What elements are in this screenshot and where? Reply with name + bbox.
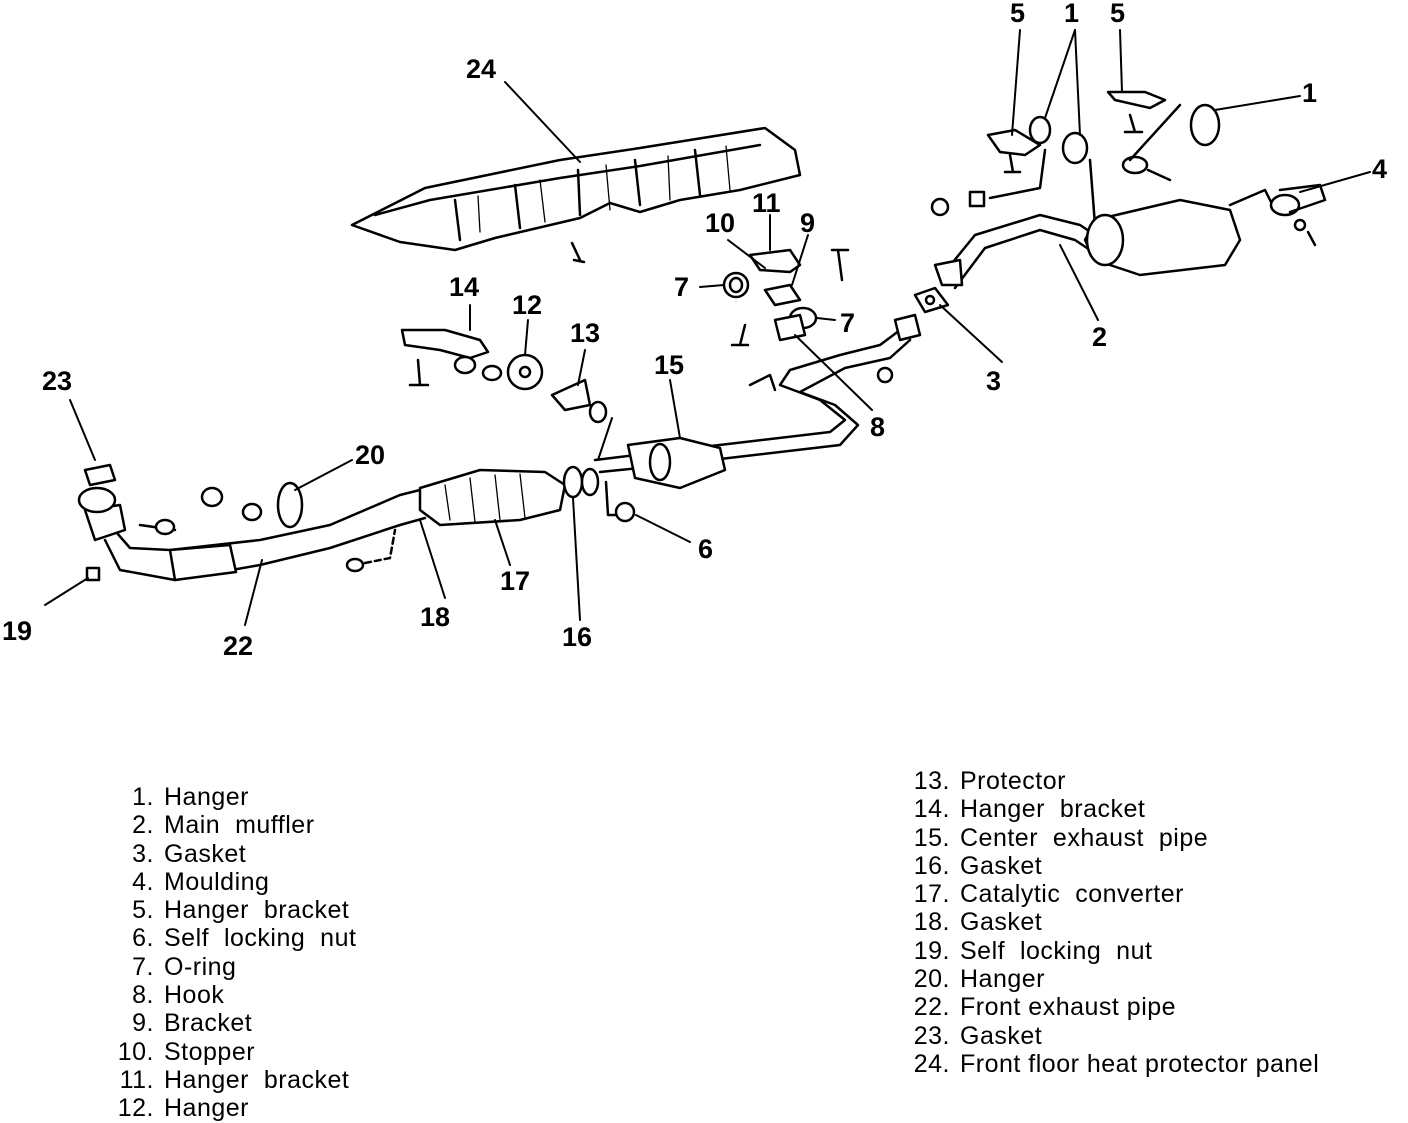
label-7: 7 xyxy=(674,272,689,302)
legend-item: 12.Hanger xyxy=(117,1094,249,1123)
legend-item: 23.Gasket xyxy=(913,1021,1043,1050)
legend-item: 11.Hanger bracket xyxy=(119,1065,350,1094)
label-22: 22 xyxy=(223,631,253,661)
legend-item: 10.Stopper xyxy=(117,1037,256,1066)
leader-lines xyxy=(44,29,1371,626)
label-9: 9 xyxy=(800,208,815,238)
legend-item: 5.Hanger bracket xyxy=(132,896,350,925)
legend-item: 14.Hanger bracket xyxy=(913,795,1146,824)
label-19: 19 xyxy=(2,616,32,646)
legend-item: 18.Gasket xyxy=(913,908,1043,937)
legend-item: 4.Moulding xyxy=(132,867,270,896)
legend-item: 22.Front exhaust pipe xyxy=(913,993,1177,1022)
legend-item: 16.Gasket xyxy=(913,851,1043,880)
label-8: 8 xyxy=(870,412,885,442)
legend-item: 24.Front floor heat protector panel xyxy=(913,1049,1320,1078)
label-23: 23 xyxy=(42,366,72,396)
label-24: 24 xyxy=(466,54,496,84)
label-20: 20 xyxy=(355,440,385,470)
legend-item: 19.Self locking nut xyxy=(913,936,1153,965)
legend-item: 17.Catalytic converter xyxy=(913,880,1184,909)
parts-legend-left: 1.Hanger 2.Main muffler 3.Gasket 4.Mould… xyxy=(110,783,356,1123)
label-12: 12 xyxy=(512,290,542,320)
label-7: 7 xyxy=(840,308,855,338)
label-1: 1 xyxy=(1302,78,1317,108)
label-3: 3 xyxy=(986,366,1001,396)
parts-legend-right: 13.Protector 14.Hanger bracket 15.Center… xyxy=(912,767,1319,1078)
legend-item: 2.Main muffler xyxy=(132,811,315,840)
legend-item: 3.Gasket xyxy=(132,839,247,868)
label-14: 14 xyxy=(449,272,479,302)
label-17: 17 xyxy=(500,566,530,596)
label-10: 10 xyxy=(705,208,735,238)
legend-item: 1.Hanger xyxy=(132,783,249,811)
label-4: 4 xyxy=(1372,154,1387,184)
label-1: 1 xyxy=(1064,0,1079,28)
legend-item: 9.Bracket xyxy=(132,1009,253,1038)
legend-item: 15.Center exhaust pipe xyxy=(913,823,1209,852)
front-hanger-group xyxy=(400,328,608,424)
label-16: 16 xyxy=(562,622,592,652)
label-5: 5 xyxy=(1010,0,1025,28)
legend-item: 20.Hanger xyxy=(913,965,1045,994)
main-muffler xyxy=(933,183,1327,290)
label-2: 2 xyxy=(1092,322,1107,352)
label-18: 18 xyxy=(420,602,450,632)
label-11: 11 xyxy=(752,188,781,218)
label-5: 5 xyxy=(1110,0,1125,28)
label-6: 6 xyxy=(698,534,713,564)
legend-item: 13.Protector xyxy=(913,767,1066,795)
rear-hanger-group xyxy=(930,90,1221,227)
center-exhaust-pipe xyxy=(593,313,922,490)
legend-item: 6.Self locking nut xyxy=(132,924,357,953)
callout-labels: 24 5 1 5 1 4 2 3 11 10 9 7 7 8 14 12 13 … xyxy=(2,0,1387,661)
exhaust-system-diagram: 24 5 1 5 1 4 2 3 11 10 9 7 7 8 14 12 13 … xyxy=(2,0,1387,661)
label-13: 13 xyxy=(570,318,600,348)
center-hanger-group xyxy=(722,248,850,347)
legend-item: 7.O-ring xyxy=(132,952,237,981)
front-exhaust-pipe xyxy=(77,463,636,582)
label-15: 15 xyxy=(654,350,684,380)
legend-item: 8.Hook xyxy=(132,981,225,1010)
heat-protector-panel xyxy=(350,126,802,264)
